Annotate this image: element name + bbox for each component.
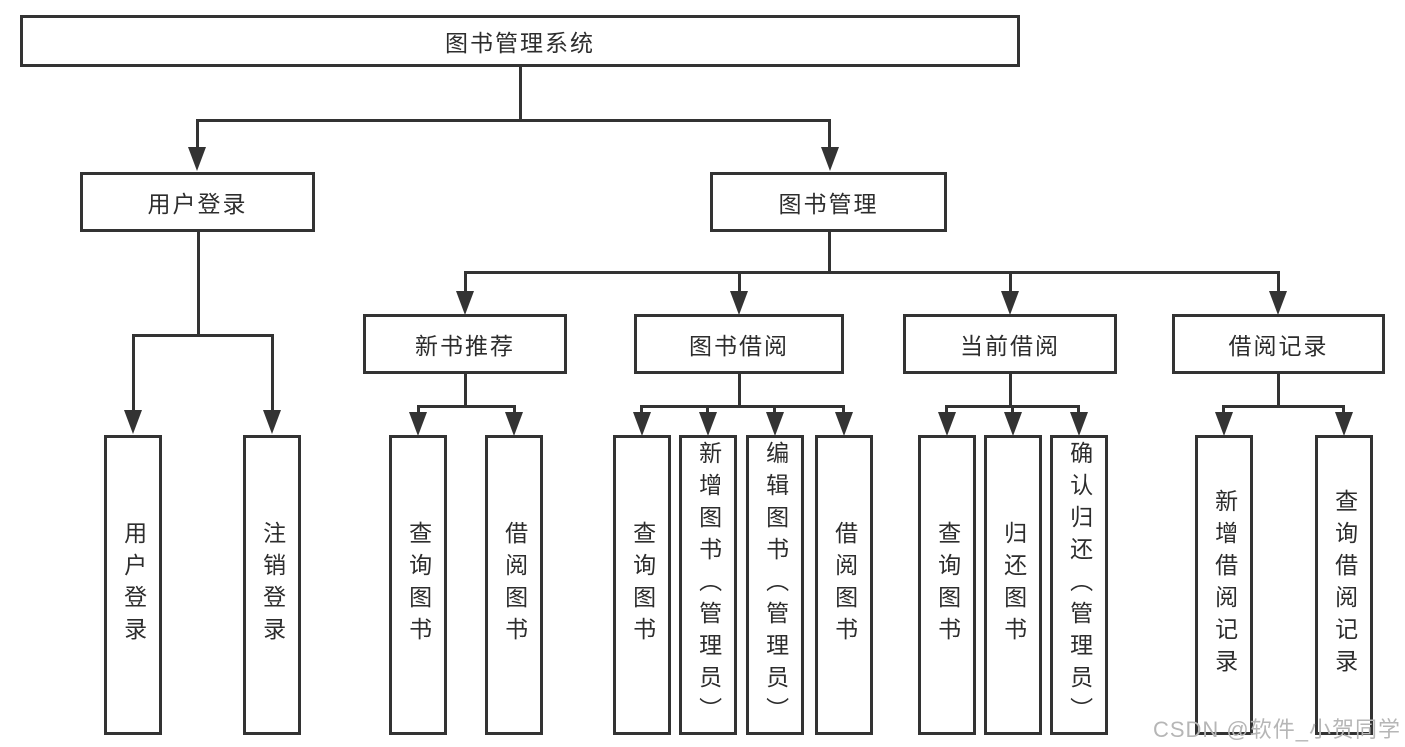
leaf-label: 编辑图书（管理员） bbox=[762, 441, 789, 729]
arrowhead-down-icon bbox=[938, 412, 956, 436]
arrowhead-down-icon bbox=[1215, 412, 1233, 436]
node-borrowing-records: 借阅记录 bbox=[1172, 314, 1385, 374]
arrowhead-down-icon bbox=[1070, 412, 1088, 436]
connector-stem bbox=[1009, 271, 1012, 293]
node-label: 图书借阅 bbox=[689, 333, 789, 359]
leaf-label: 借阅图书 bbox=[501, 521, 528, 649]
node-current-borrowing: 当前借阅 bbox=[903, 314, 1117, 374]
connector-stem bbox=[196, 119, 199, 149]
leaf-query-books-recommend: 查询图书 bbox=[389, 435, 447, 735]
leaf-label: 查询图书 bbox=[934, 521, 961, 649]
node-user-login: 用户登录 bbox=[80, 172, 315, 232]
arrowhead-down-icon bbox=[263, 410, 281, 434]
node-book-management: 图书管理 bbox=[710, 172, 947, 232]
connector-bookborrow-vline bbox=[738, 374, 741, 407]
leaf-logout: 注销登录 bbox=[243, 435, 301, 735]
leaf-label: 归还图书 bbox=[1000, 521, 1027, 649]
node-library-management-system: 图书管理系统 bbox=[20, 15, 1020, 67]
leaf-label: 查询借阅记录 bbox=[1331, 489, 1358, 681]
connector-stem bbox=[271, 334, 274, 412]
node-book-borrowing: 图书借阅 bbox=[634, 314, 844, 374]
leaf-label: 查询图书 bbox=[629, 521, 656, 649]
arrowhead-down-icon bbox=[409, 412, 427, 436]
connector-stem bbox=[513, 405, 516, 414]
arrowhead-down-icon bbox=[699, 412, 717, 436]
leaf-label: 借阅图书 bbox=[831, 521, 858, 649]
connector-stem bbox=[706, 405, 709, 414]
connector-root-hline bbox=[197, 119, 831, 122]
leaf-label: 查询图书 bbox=[405, 521, 432, 649]
leaf-confirm-return-admin: 确认归还（管理员） bbox=[1050, 435, 1108, 735]
node-label: 当前借阅 bbox=[960, 333, 1060, 359]
connector-stem bbox=[132, 334, 135, 412]
leaf-label: 新增借阅记录 bbox=[1211, 489, 1238, 681]
leaf-query-books-current: 查询图书 bbox=[918, 435, 976, 735]
leaf-query-books-borrowing: 查询图书 bbox=[613, 435, 671, 735]
connector-currentborrow-vline bbox=[1009, 374, 1012, 407]
connector-stem bbox=[1011, 405, 1014, 414]
connector-stem bbox=[738, 271, 741, 293]
connector-stem bbox=[1222, 405, 1225, 414]
leaf-label: 确认归还（管理员） bbox=[1066, 441, 1093, 729]
connector-stem bbox=[1342, 405, 1345, 414]
connector-userlogin-vline bbox=[197, 232, 200, 336]
node-label: 图书管理 bbox=[778, 191, 879, 217]
leaf-label: 用户登录 bbox=[120, 521, 147, 649]
arrowhead-down-icon bbox=[456, 291, 474, 315]
node-label: 用户登录 bbox=[147, 191, 248, 217]
connector-userlogin-hline bbox=[133, 334, 273, 337]
csdn-watermark: CSDN @软件_小贺同学 bbox=[1152, 717, 1401, 742]
leaf-edit-books-admin: 编辑图书（管理员） bbox=[746, 435, 804, 735]
arrowhead-down-icon bbox=[1269, 291, 1287, 315]
node-label: 借阅记录 bbox=[1228, 333, 1329, 359]
node-new-book-recommend: 新书推荐 bbox=[363, 314, 567, 374]
connector-stem bbox=[828, 119, 831, 149]
connector-stem bbox=[1277, 271, 1280, 293]
connector-bookmgmt-vline bbox=[828, 232, 831, 273]
leaf-return-books: 归还图书 bbox=[984, 435, 1042, 735]
arrowhead-down-icon bbox=[124, 410, 142, 434]
arrowhead-down-icon bbox=[505, 412, 523, 436]
leaf-query-borrow-record: 查询借阅记录 bbox=[1315, 435, 1373, 735]
connector-stem bbox=[773, 405, 776, 414]
leaf-add-books-admin: 新增图书（管理员） bbox=[679, 435, 737, 735]
leaf-label: 新增图书（管理员） bbox=[695, 441, 722, 729]
connector-records-hline bbox=[1224, 405, 1345, 408]
connector-stem bbox=[1077, 405, 1080, 414]
connector-bookmgmt-hline bbox=[465, 271, 1279, 274]
connector-newbook-hline bbox=[418, 405, 515, 408]
arrowhead-down-icon bbox=[821, 147, 839, 171]
arrowhead-down-icon bbox=[730, 291, 748, 315]
leaf-borrow-books-recommend: 借阅图书 bbox=[485, 435, 543, 735]
leaf-add-borrow-record: 新增借阅记录 bbox=[1195, 435, 1253, 735]
connector-stem bbox=[464, 271, 467, 293]
connector-stem bbox=[640, 405, 643, 414]
arrowhead-down-icon bbox=[188, 147, 206, 171]
arrowhead-down-icon bbox=[1004, 412, 1022, 436]
connector-stem bbox=[417, 405, 420, 414]
arrowhead-down-icon bbox=[835, 412, 853, 436]
connector-newbook-vline bbox=[464, 374, 467, 407]
connector-root-vline bbox=[519, 67, 522, 121]
connector-records-vline bbox=[1277, 374, 1280, 407]
arrowhead-down-icon bbox=[1001, 291, 1019, 315]
connector-stem bbox=[842, 405, 845, 414]
arrowhead-down-icon bbox=[633, 412, 651, 436]
node-label: 图书管理系统 bbox=[445, 30, 595, 56]
leaf-label: 注销登录 bbox=[259, 521, 286, 649]
connector-bookborrow-hline bbox=[642, 405, 845, 408]
leaf-user-login: 用户登录 bbox=[104, 435, 162, 735]
arrowhead-down-icon bbox=[766, 412, 784, 436]
arrowhead-down-icon bbox=[1335, 412, 1353, 436]
node-label: 新书推荐 bbox=[415, 333, 515, 359]
connector-stem bbox=[945, 405, 948, 414]
leaf-borrow-books-borrowing: 借阅图书 bbox=[815, 435, 873, 735]
